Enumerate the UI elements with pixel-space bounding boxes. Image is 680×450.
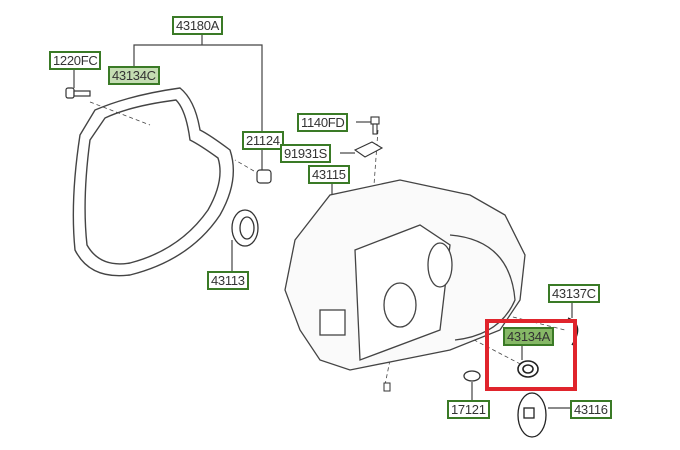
part-label-43137C[interactable]: 43137C <box>548 284 600 303</box>
oil-seal-43134A-drawing <box>517 360 539 378</box>
part-label-43134A[interactable]: 43134A <box>503 327 555 346</box>
bolt-1220FC-drawing <box>65 87 91 99</box>
part-label-1220FC[interactable]: 1220FC <box>49 51 102 70</box>
part-label-43116[interactable]: 43116 <box>570 400 612 419</box>
gasket-plate-drawing <box>72 87 235 277</box>
part-label-21124[interactable]: 21124 <box>242 131 284 150</box>
oil-seal-43113-drawing <box>231 209 259 247</box>
part-label-17121[interactable]: 17121 <box>447 400 490 419</box>
part-label-43115[interactable]: 43115 <box>308 165 350 184</box>
part-label-43180A[interactable]: 43180A <box>172 16 224 35</box>
part-label-91931S[interactable]: 91931S <box>280 144 332 163</box>
part-label-43113[interactable]: 43113 <box>207 271 249 290</box>
speedometer-gear-drawing <box>517 392 547 438</box>
transmission-housing-drawing <box>284 179 526 371</box>
part-label-43134C[interactable]: 43134C <box>108 66 160 85</box>
part-label-1140FD[interactable]: 1140FD <box>297 113 349 132</box>
highlight-box <box>485 319 577 391</box>
dowel-pin-drawing <box>256 169 272 184</box>
